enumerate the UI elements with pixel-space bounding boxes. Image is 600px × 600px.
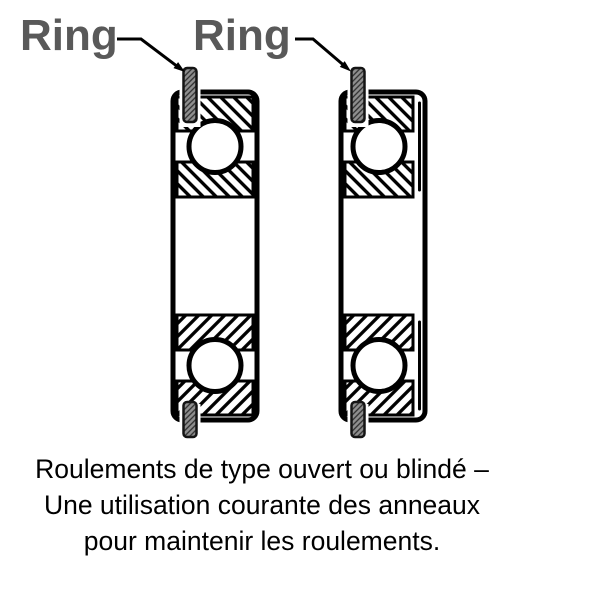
bearing-left-ball-top bbox=[186, 118, 244, 175]
caption-line-2: Une utilisation courante des anneaux bbox=[43, 490, 481, 520]
leader-line-right bbox=[295, 37, 344, 66]
ring-label-left: Ring bbox=[20, 11, 118, 60]
leader-arrow-icon-left bbox=[173, 62, 185, 72]
leader-arrow-icon-right bbox=[339, 61, 351, 72]
snap-ring-left-bottom bbox=[182, 400, 198, 439]
snap-ring-right-top bbox=[350, 66, 366, 124]
snap-ring-right-bottom bbox=[350, 400, 366, 439]
snap-ring-left-top bbox=[182, 66, 198, 124]
bearing-right bbox=[338, 66, 428, 439]
leader-line-left bbox=[117, 37, 177, 67]
bearing-left-ball-bottom bbox=[186, 337, 244, 394]
bearing-right-ball-top bbox=[350, 118, 408, 175]
bearing-right-ball-bottom bbox=[350, 337, 408, 394]
caption-line-3: pour maintenir les roulements. bbox=[83, 526, 441, 556]
bearing-left bbox=[170, 66, 260, 439]
caption: Roulements de type ouvert ou blindé – Un… bbox=[0, 451, 524, 559]
ring-label-right: Ring bbox=[193, 11, 291, 60]
caption-line-1: Roulements de type ouvert ou blindé – bbox=[35, 454, 489, 484]
